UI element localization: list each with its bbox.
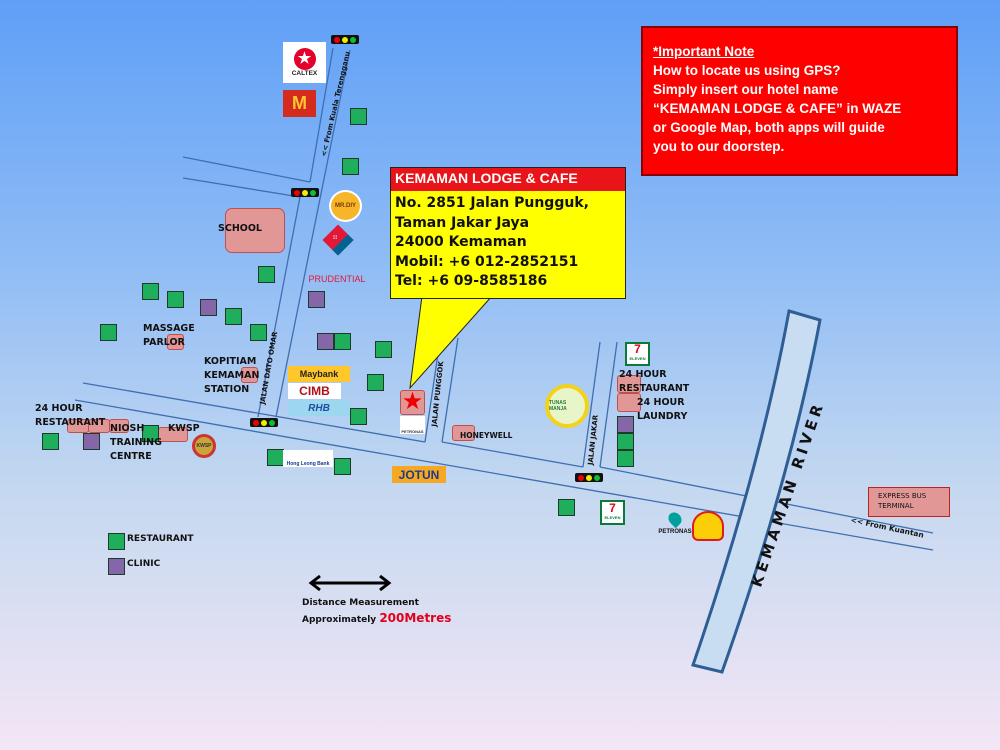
clinic-marker	[200, 299, 217, 316]
shell-logo	[692, 511, 724, 541]
caltex-logo: ★ CALTEX	[283, 42, 326, 83]
mcdonalds-logo: M	[283, 90, 316, 117]
restaurant-marker	[167, 291, 184, 308]
mobile-number: Mobil: +6 012-2852151	[395, 253, 579, 270]
restaurant-marker	[350, 408, 367, 425]
massage-marker	[167, 334, 184, 350]
restaurant-marker	[350, 108, 367, 125]
traffic-light-icon	[250, 418, 278, 427]
scale-value: Approximately 200Metres	[302, 611, 452, 625]
kwsp-logo: KWSP	[192, 434, 216, 458]
prudential-logo: PRUDENTIAL	[308, 274, 366, 284]
clinic-marker	[317, 333, 334, 350]
note-title: *Important Note	[653, 44, 755, 59]
clinic-marker	[308, 291, 325, 308]
petronas-logo: PETRONAS	[655, 508, 695, 538]
traffic-light-icon	[331, 35, 359, 44]
label-kwsp: KWSP	[168, 423, 200, 434]
label-school: SCHOOL	[218, 223, 262, 234]
legend-clinic-label: CLINIC	[127, 559, 161, 569]
scale-arrow	[308, 574, 392, 592]
address-line: No. 2851 Jalan Pungguk,	[395, 195, 589, 211]
niosh-marker	[109, 419, 129, 433]
restaurant-marker	[342, 158, 359, 175]
hong-leong-logo: Hong Leong Bank	[283, 450, 333, 467]
restaurant-marker	[225, 308, 242, 325]
restaurant-marker	[100, 324, 117, 341]
hotel-callout: KEMAMAN LODGE & CAFE No. 2851 Jalan Pung…	[390, 167, 626, 299]
jotun-logo: JOTUN	[392, 466, 446, 483]
express-bus-marker	[868, 487, 950, 517]
restaurant-marker	[558, 499, 575, 516]
address-line: Taman Jakar Jaya	[395, 214, 530, 231]
scale-label: Distance Measurement	[302, 598, 419, 608]
restaurant-marker	[250, 324, 267, 341]
laundry-marker	[617, 393, 641, 412]
kemaman-river	[691, 309, 822, 674]
maybank-logo: Maybank	[288, 366, 350, 382]
mrdiy-logo: MR.DIY	[329, 190, 362, 222]
honeywell-marker	[452, 425, 475, 441]
label-honeywell: HONEYWELL	[460, 431, 513, 440]
restaurant-marker	[334, 458, 351, 475]
restaurant-marker	[42, 433, 59, 450]
tel-number: Tel: +6 09-8585186	[395, 273, 548, 289]
kopitiam-marker	[241, 367, 258, 383]
restaurant-marker	[375, 341, 392, 358]
restaurant-marker	[367, 374, 384, 391]
restaurant-marker	[617, 433, 634, 450]
tunas-manja-logo: TUNAS MANJA	[545, 384, 589, 428]
legend-restaurant-swatch	[108, 533, 125, 550]
traffic-light-icon	[291, 188, 319, 197]
restaurant-marker	[142, 283, 159, 300]
traffic-light-icon	[575, 473, 603, 482]
petronas-small-logo: PETRONAS	[400, 416, 425, 434]
hotel-marker: ★	[400, 390, 425, 415]
restaurant-marker	[142, 425, 159, 442]
restaurant24-right-marker	[617, 375, 641, 393]
clinic-marker	[83, 433, 100, 450]
school-marker	[225, 208, 285, 253]
callout-title: KEMAMAN LODGE & CAFE	[391, 168, 625, 191]
rhb-logo: RHB	[288, 400, 350, 416]
restaurant-marker	[617, 450, 634, 467]
restaurant-marker	[258, 266, 275, 283]
caltex-star-icon: ★	[293, 48, 316, 70]
restaurant-marker	[334, 333, 351, 350]
star-icon: ★	[401, 388, 424, 415]
address-line: 24000 Kemaman	[395, 234, 527, 250]
legend-restaurant-label: RESTAURANT	[127, 534, 194, 544]
clinic-marker	[617, 416, 634, 433]
cimb-logo: CIMB	[288, 383, 341, 399]
important-note: *Important Note How to locate us using G…	[641, 26, 958, 176]
legend-clinic-swatch	[108, 558, 125, 575]
